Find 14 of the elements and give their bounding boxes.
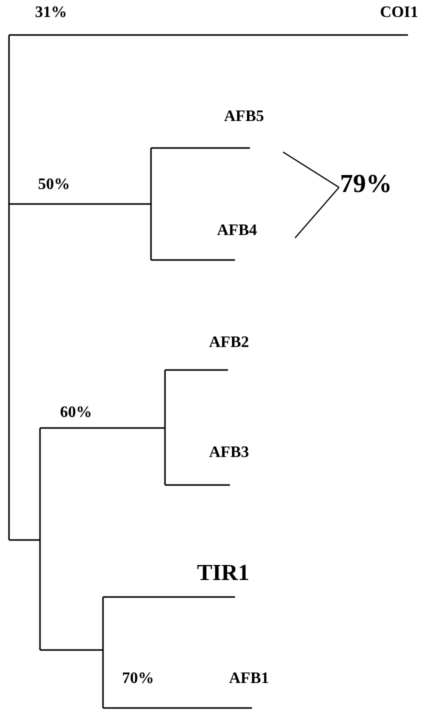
bootstrap-value: 50% (38, 176, 70, 194)
taxon-label: TIR1 (197, 560, 250, 586)
bootstrap-value: 31% (35, 4, 67, 22)
taxon-label: COI1 (380, 4, 418, 22)
taxon-label: AFB1 (229, 670, 269, 688)
bootstrap-value: 70% (122, 670, 154, 688)
bootstrap-value: 79% (340, 170, 392, 199)
leader-line (294, 187, 340, 238)
taxon-label: AFB4 (217, 222, 257, 240)
taxon-label: AFB3 (209, 444, 249, 462)
leader-line (282, 152, 340, 188)
taxon-label: AFB5 (224, 108, 264, 126)
bootstrap-value: 60% (60, 404, 92, 422)
taxon-label: AFB2 (209, 334, 249, 352)
